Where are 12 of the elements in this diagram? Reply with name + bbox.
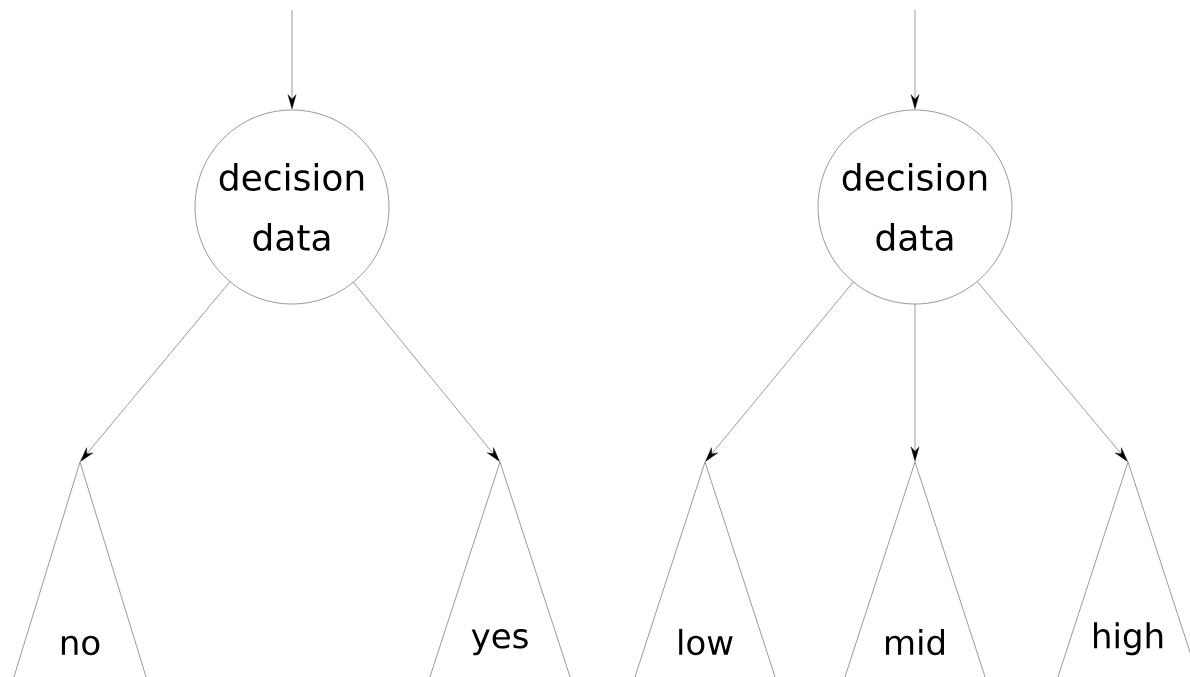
subtree-triangle: yes (429, 461, 571, 677)
arrow (910, 9, 920, 110)
subtree-triangle: mid (844, 461, 986, 677)
subtree-triangle: high (1057, 461, 1190, 677)
subtree-triangle: low (634, 461, 776, 677)
arrow (910, 304, 920, 462)
arrow (287, 9, 297, 110)
arrow (705, 281, 854, 462)
subtree-triangle: no (13, 461, 147, 677)
arrow (977, 281, 1128, 462)
arrow (80, 281, 231, 462)
arrow (353, 282, 500, 462)
